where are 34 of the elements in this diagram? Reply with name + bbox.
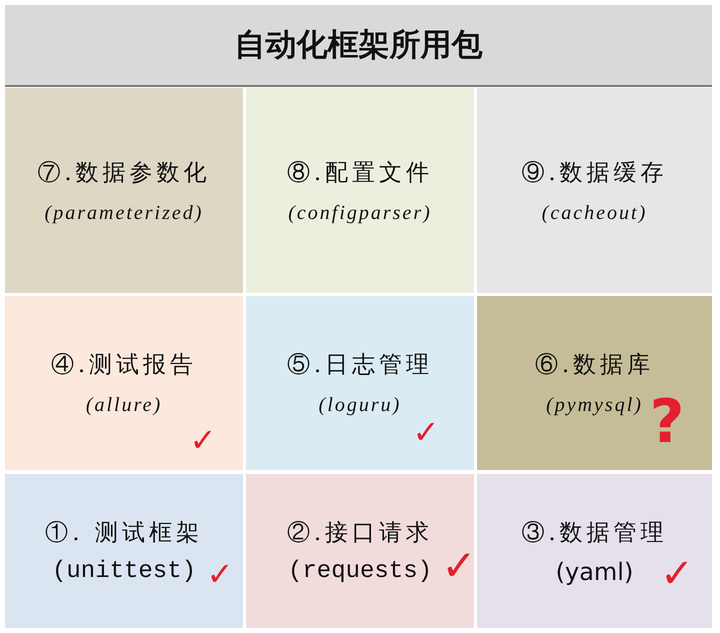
cell-heading: ②.接口请求 — [286, 519, 434, 548]
cell-heading: ①. 测试框架 — [45, 519, 203, 548]
table-cell — [246, 474, 474, 628]
check-mark: ✓ — [441, 545, 477, 587]
cell-heading: ③.数据管理 — [521, 518, 668, 548]
table-cell — [246, 88, 474, 293]
package-name: (loguru) — [318, 394, 402, 417]
package-name: (pymysql) — [546, 394, 643, 417]
package-name: (parameterized) — [44, 202, 204, 224]
check-mark: ✓ — [412, 416, 440, 448]
table-cell — [477, 474, 712, 628]
package-name: (allure) — [86, 394, 162, 417]
check-mark: ✓ — [190, 424, 216, 456]
table-cell — [477, 88, 712, 293]
cell-heading: ④.测试报告 — [50, 351, 198, 380]
package-name: (configparser) — [288, 202, 432, 224]
package-name: (yaml) — [556, 558, 634, 586]
cell-heading: ⑨.数据缓存 — [521, 158, 668, 188]
package-name: (cacheout) — [542, 202, 648, 224]
table-cell — [477, 296, 712, 470]
table-cell — [246, 296, 474, 470]
check-mark: ✓ — [206, 558, 234, 590]
table-cell — [5, 296, 243, 470]
cell-heading: ⑧.配置文件 — [286, 158, 434, 188]
title: 自动化框架所用包 — [234, 26, 482, 65]
package-name: (requests) — [288, 558, 432, 585]
table-cell — [5, 474, 243, 628]
cell-heading: ⑦.数据参数化 — [37, 158, 211, 188]
cell-heading: ⑤.日志管理 — [286, 351, 434, 380]
cell-heading: ⑥.数据库 — [534, 351, 654, 380]
table-cell — [5, 88, 243, 293]
check-mark: ✓ — [660, 554, 694, 594]
question-mark: ? — [650, 392, 684, 452]
package-name: (unittest) — [52, 558, 196, 585]
